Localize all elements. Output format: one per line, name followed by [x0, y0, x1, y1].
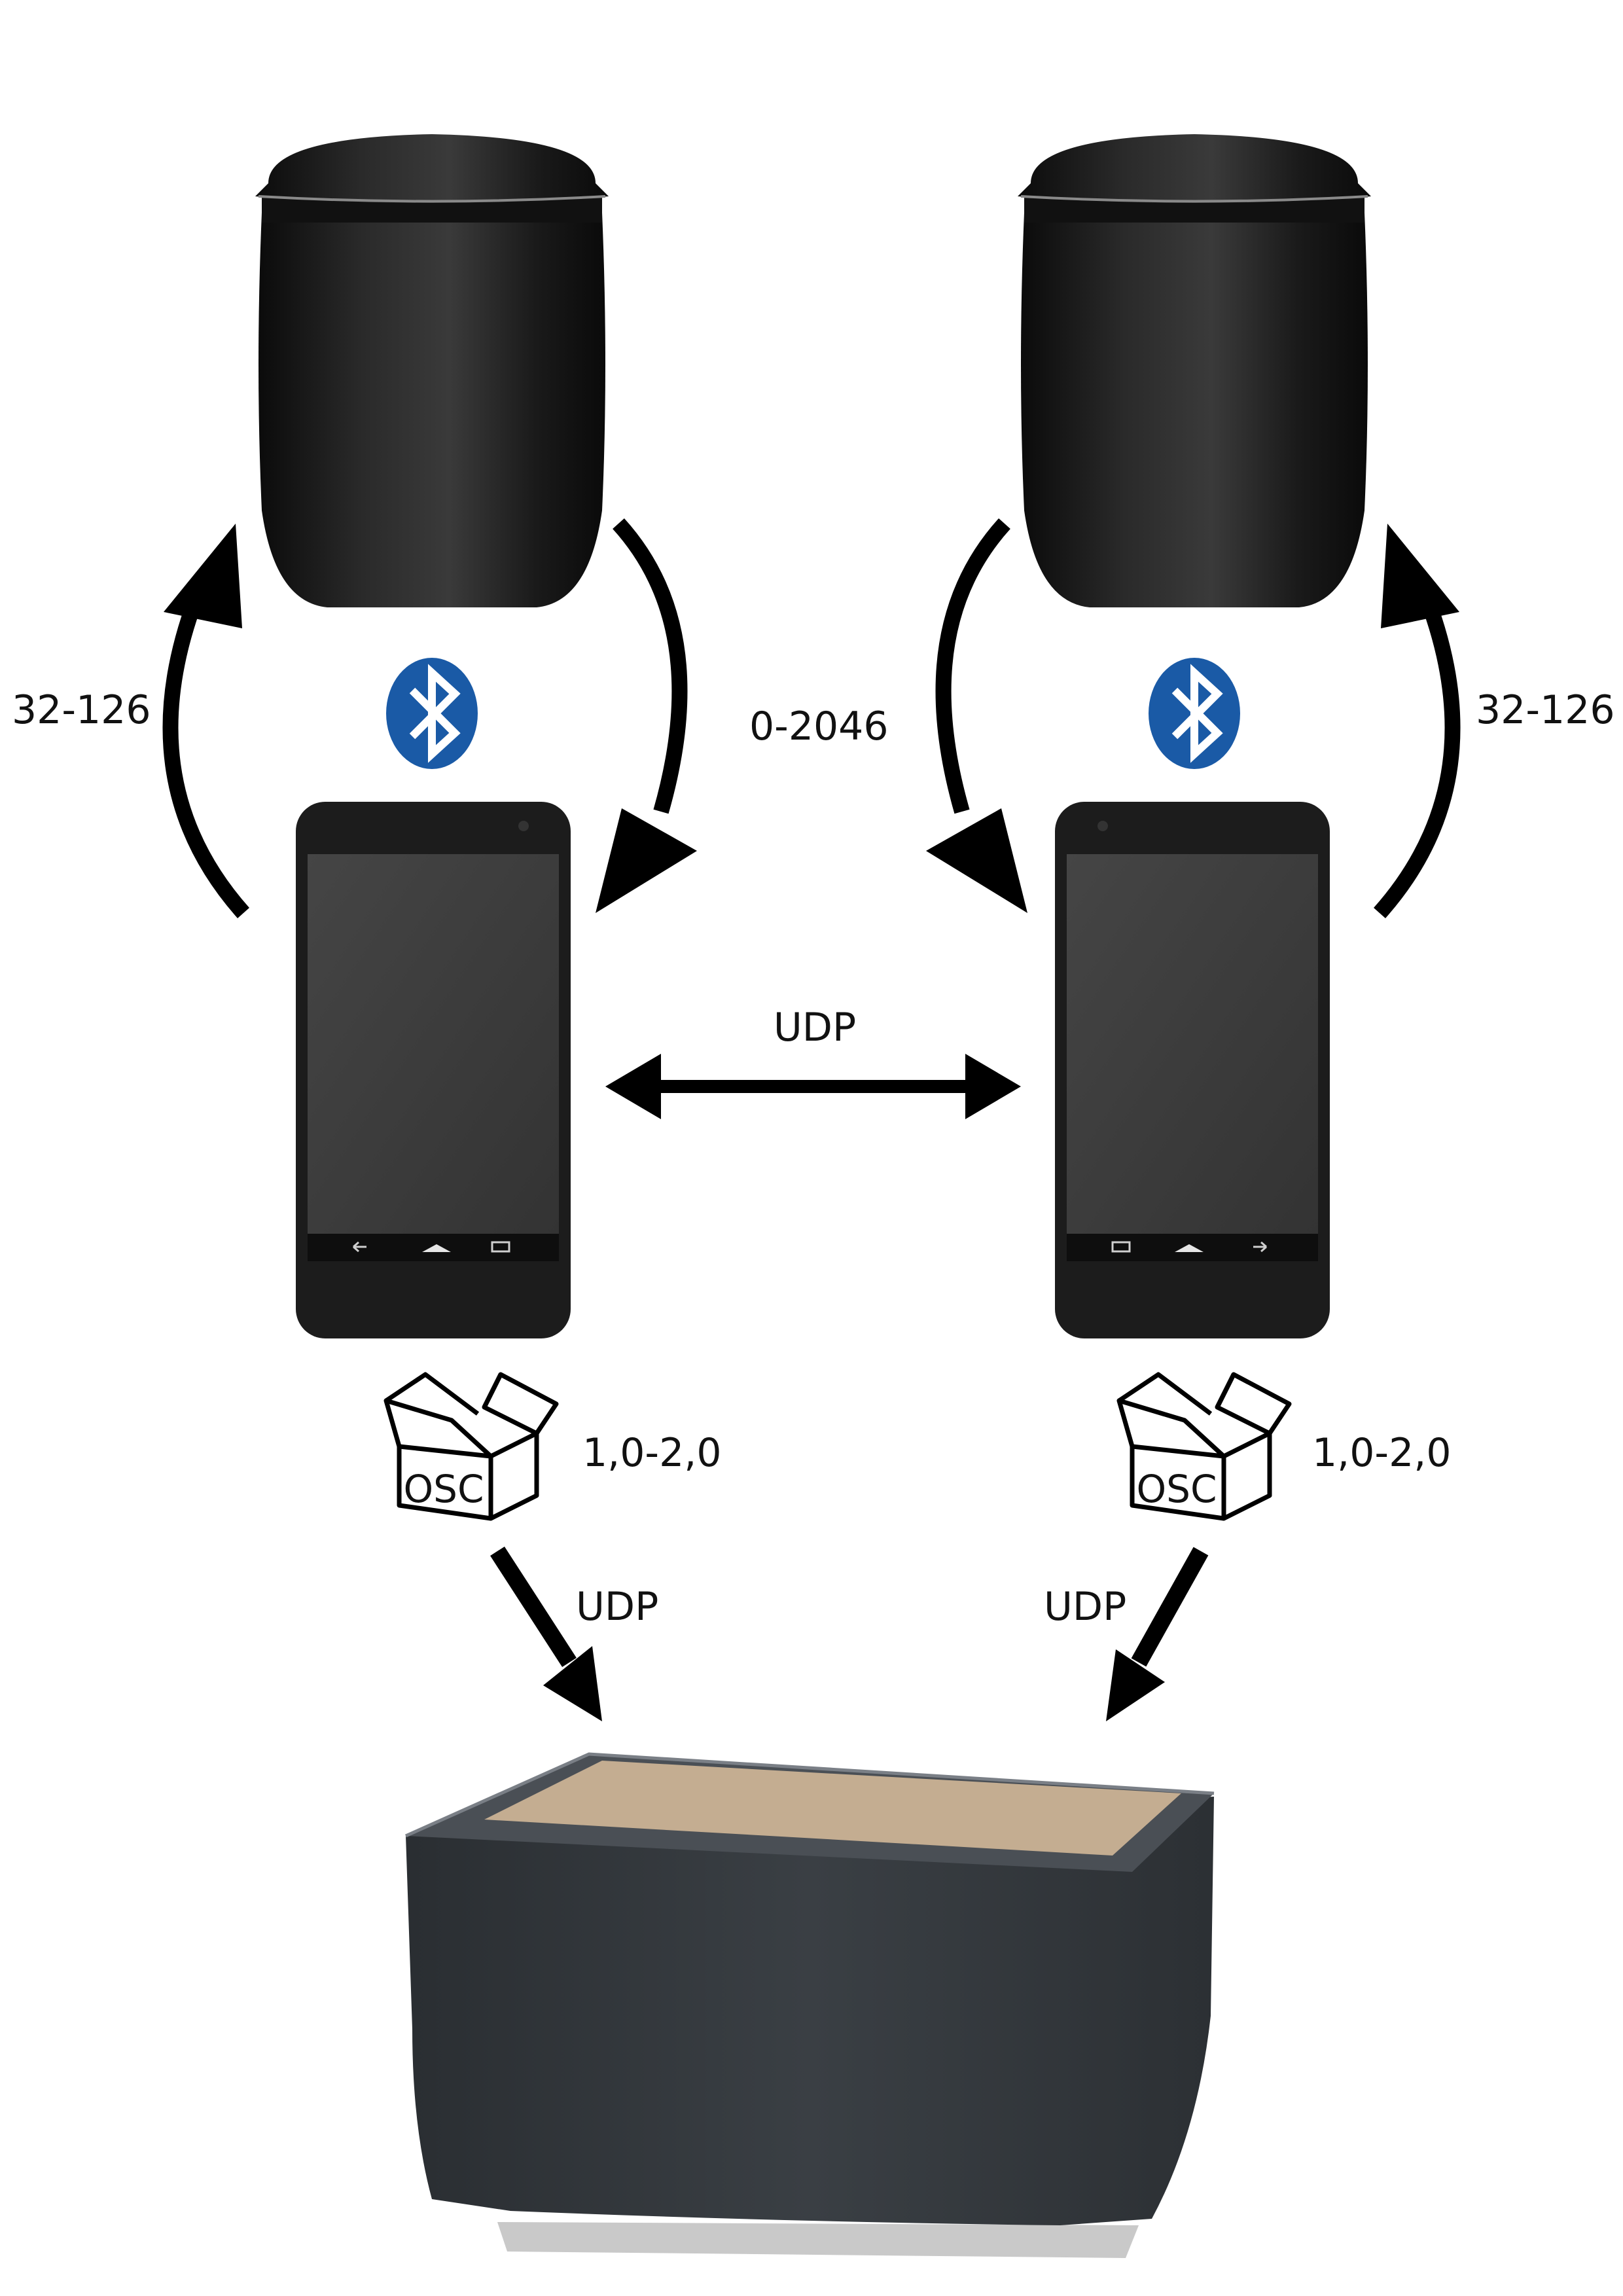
right-udp-label: UDP — [1044, 1584, 1126, 1630]
bluetooth-icon — [386, 658, 478, 769]
left-udp-label: UDP — [576, 1584, 658, 1630]
phone-link-label: UDP — [774, 1005, 856, 1050]
left-cup-device — [255, 134, 609, 607]
interactive-table — [404, 1752, 1215, 2258]
osc-label: OSC — [1137, 1467, 1217, 1511]
right-down-arrow — [926, 518, 1027, 913]
left-udp-arrow — [490, 1546, 602, 1721]
right-up-value-label: 32-126 — [1476, 687, 1615, 733]
osc-label: OSC — [404, 1467, 484, 1511]
package-box-icon: OSC — [383, 1372, 559, 1521]
right-up-arrow — [1374, 524, 1461, 918]
phone-link-arrow — [605, 1054, 1021, 1119]
right-phone — [1055, 802, 1330, 1338]
right-range-label: 1,0-2,0 — [1312, 1430, 1452, 1476]
bluetooth-icon — [1149, 658, 1240, 769]
left-up-value-label: 32-126 — [12, 687, 151, 733]
left-range-label: 1,0-2,0 — [582, 1430, 722, 1476]
left-down-value-label: 0-2046 — [749, 704, 889, 749]
left-phone — [296, 802, 571, 1338]
package-box-icon: OSC — [1116, 1372, 1292, 1521]
right-udp-arrow — [1106, 1547, 1209, 1721]
right-cup-device — [1018, 134, 1371, 607]
left-down-arrow — [596, 518, 697, 913]
left-up-arrow — [162, 524, 249, 918]
